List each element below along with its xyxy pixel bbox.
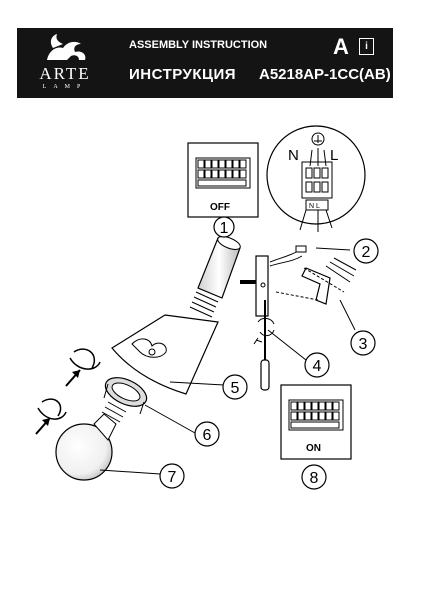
- step-callout-4: 4: [304, 352, 330, 378]
- logo-wordmark: ARTE: [39, 64, 91, 83]
- step-number: 7: [168, 469, 177, 486]
- step-callout-2: 2: [353, 238, 379, 264]
- step-number: 4: [313, 358, 322, 375]
- step-callout-5: 5: [222, 374, 248, 400]
- socket-ring: [103, 377, 148, 415]
- l-label: L: [330, 147, 338, 164]
- step-number: 3: [359, 336, 368, 353]
- logo-subtitle: LAMP: [42, 84, 88, 90]
- mounting-bracket: [275, 257, 357, 305]
- terminal-block-detail: N L N L: [266, 125, 366, 232]
- step-callout-7: 7: [159, 463, 185, 489]
- rotation-arrows-icon: [35, 348, 101, 435]
- page-letter: A: [333, 34, 349, 59]
- off-label: OFF: [210, 202, 230, 213]
- step-number: 8: [310, 470, 319, 487]
- step-callout-6: 6: [194, 421, 220, 447]
- screwdriver-icon: [253, 300, 275, 391]
- griffin-logo-icon: [47, 34, 86, 60]
- lamp-shade: [111, 314, 219, 395]
- header-banner: ARTE LAMP ASSEMBLY INSTRUCTION ИНСТРУКЦИ…: [17, 28, 393, 98]
- wall-mount-plate: [255, 245, 307, 317]
- info-icon: i: [359, 38, 374, 55]
- terminal-block-label: N L: [309, 203, 320, 210]
- instruction-title-ru: ИНСТРУКЦИЯ: [129, 66, 237, 83]
- step-number: 2: [362, 244, 371, 261]
- model-number: A5218AP-1CC(AB): [259, 66, 391, 83]
- switch-off-box: OFF: [187, 142, 259, 218]
- on-label: ON: [306, 443, 321, 454]
- step-number: 5: [231, 380, 240, 397]
- lamp-body: [189, 236, 256, 318]
- n-label: N: [288, 147, 299, 164]
- step-callout-1: 1: [213, 216, 235, 238]
- step-number: 6: [203, 427, 212, 444]
- step-callout-3: 3: [350, 330, 376, 356]
- arte-lamp-logo: ARTE LAMP: [23, 30, 107, 96]
- assembly-instruction-title: ASSEMBLY INSTRUCTION: [129, 39, 268, 51]
- light-bulb: [55, 401, 127, 481]
- switch-on-box: ON: [280, 384, 352, 460]
- step-callout-8: 8: [301, 464, 327, 490]
- step-number: 1: [220, 220, 229, 237]
